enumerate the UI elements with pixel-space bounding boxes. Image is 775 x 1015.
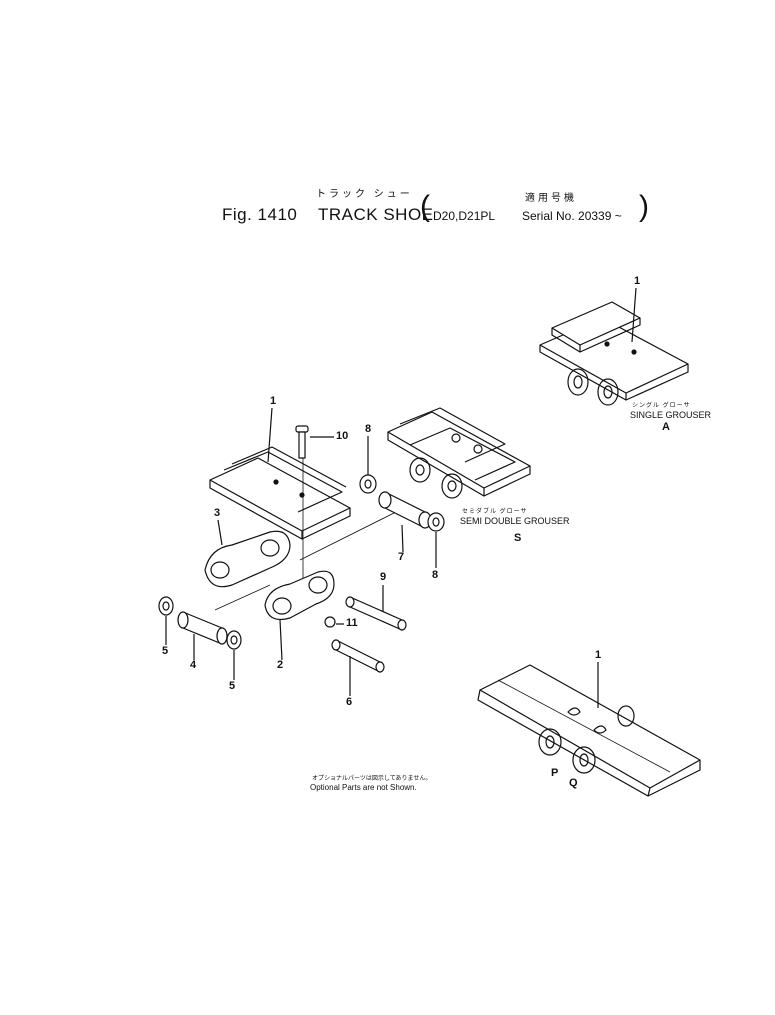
link-3-drawing [204, 519, 291, 588]
callout-1-main: 1 [270, 395, 277, 407]
leader-1-main [267, 407, 273, 463]
leader-2 [279, 619, 283, 661]
pin-6-drawing [331, 639, 385, 696]
leader-1-single [631, 287, 637, 343]
callout-6: 6 [346, 696, 353, 708]
nut-11-drawing [324, 616, 344, 628]
leader-3 [217, 519, 223, 546]
callout-10: 10 [336, 430, 349, 442]
seal-bushing-left-drawings [158, 596, 242, 680]
close-paren: ) [639, 190, 649, 223]
callout-P: P [551, 767, 559, 779]
callout-1-single: 1 [634, 275, 641, 287]
single-grouser-jp-label: シングル グローサ [632, 403, 691, 409]
semi-double-grouser-shoe-drawing [387, 407, 531, 499]
callout-1-flat: 1 [595, 649, 602, 661]
figure-number: Fig. 1410 [222, 205, 298, 224]
leader-7 [401, 524, 404, 553]
optional-parts-note-jp: オプショナルパーツは図示してありません。 [312, 776, 432, 782]
main-track-shoe-drawing [209, 407, 351, 540]
callout-9: 9 [380, 571, 387, 583]
callout-S: S [514, 532, 522, 544]
seal-8-drawings [359, 436, 445, 568]
callout-4: 4 [190, 659, 197, 671]
assembly-lines [214, 458, 401, 611]
callout-2: 2 [277, 659, 284, 671]
callout-11: 11 [346, 617, 358, 629]
callout-3: 3 [214, 507, 221, 519]
serial-number: Serial No. 20339 ~ [522, 209, 622, 223]
callout-5-right: 5 [229, 680, 236, 692]
open-paren: ( [420, 190, 430, 223]
pin-9-drawing [345, 585, 407, 631]
callout-8-top: 8 [365, 423, 372, 435]
model-numbers: D20,D21PL [433, 209, 496, 223]
flat-shoe-drawing [477, 662, 701, 797]
callout-7: 7 [398, 551, 405, 563]
callout-5-left: 5 [162, 645, 169, 657]
callout-A: A [662, 421, 670, 433]
page-title: TRACK SHOE [318, 205, 434, 224]
bushing-7-drawing [378, 491, 432, 553]
optional-parts-note: Optional Parts are not Shown. [310, 783, 417, 792]
link-2-drawing [264, 570, 335, 661]
japanese-serial-label: 適用号機 [525, 193, 577, 204]
single-grouser-shoe-drawing [539, 287, 689, 406]
semi-double-grouser-label: SEMI DOUBLE GROUSER [460, 516, 570, 526]
japanese-title: トラック シュー [316, 189, 413, 200]
callout-8-bottom: 8 [432, 569, 439, 581]
single-grouser-label: SINGLE GROUSER [630, 410, 712, 420]
semi-double-grouser-jp-label: セミダブル グローサ [462, 509, 528, 515]
callout-Q: Q [569, 777, 578, 789]
bolt-drawing [295, 425, 334, 459]
